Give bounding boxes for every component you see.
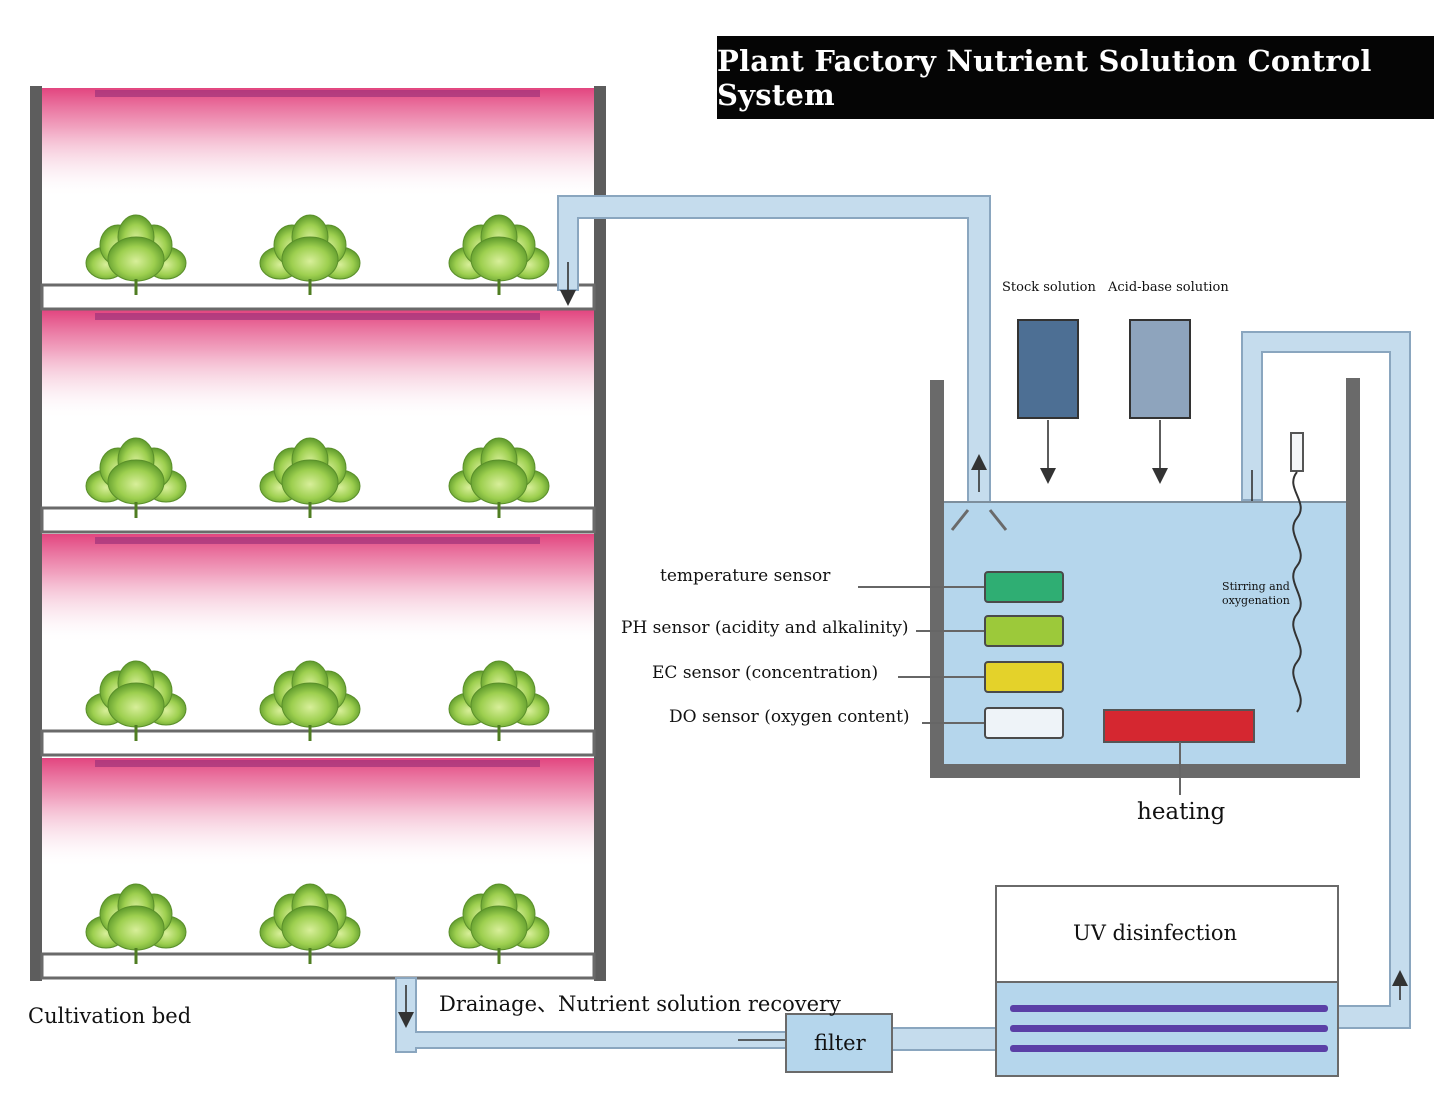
nutrient-tank (858, 378, 1360, 795)
lettuce-plant (85, 214, 187, 295)
plants-group (85, 214, 550, 964)
shelf-1 (40, 283, 596, 311)
uv-disinfection-label: UV disinfection (1073, 921, 1238, 945)
grow-light-2 (95, 313, 540, 320)
grow-light-1 (95, 90, 540, 97)
dosing-containers (1017, 319, 1191, 484)
shelf-4 (40, 952, 596, 980)
drainage-label: Drainage、Nutrient solution recovery (439, 992, 841, 1016)
sensor-block (984, 661, 1064, 693)
filter-label: filter (814, 1031, 866, 1055)
sensor-block (984, 707, 1064, 739)
sensor-label-do: DO sensor (oxygen content) (669, 707, 910, 727)
lettuce-plant (448, 214, 550, 295)
uv-unit (995, 885, 1339, 1077)
sensor-block (984, 571, 1064, 603)
lettuce-plant (259, 660, 361, 741)
lettuce-plant (85, 437, 187, 518)
stock-solution-container (1017, 319, 1079, 419)
lettuce-plant (85, 883, 187, 964)
rack-right-post (594, 86, 606, 981)
uv-tube-3 (1010, 1045, 1328, 1052)
diagram-title: Plant Factory Nutrient Solution Control … (717, 36, 1434, 119)
lettuce-plant (259, 437, 361, 518)
lettuce-plant (448, 437, 550, 518)
rack-left-post (30, 86, 42, 981)
stirrer-head (1290, 432, 1304, 472)
supply-pipe (557, 195, 991, 511)
uv-housing (995, 885, 1339, 983)
stock-solution-label: Stock solution (1002, 280, 1096, 295)
uv-tube-2 (1010, 1025, 1328, 1032)
stirring-coil (1292, 471, 1302, 713)
acid-base-solution-label: Acid-base solution (1108, 280, 1229, 295)
uv-tube-1 (1010, 1005, 1328, 1012)
cultivation-bed-label: Cultivation bed (28, 1004, 192, 1028)
grow-light-4 (95, 760, 540, 767)
lettuce-plant (259, 214, 361, 295)
sensor-block (984, 615, 1064, 647)
intake-funnel (950, 509, 1008, 531)
light-zone-4 (42, 758, 594, 868)
sensor-label-ec: EC sensor (concentration) (652, 663, 879, 683)
light-zone-3 (42, 534, 594, 644)
stirring-oxygenation-label: Stirring and oxygenation (1222, 580, 1290, 607)
light-zone-1 (42, 88, 594, 198)
grow-light-3 (95, 537, 540, 544)
heating-label: heating (1137, 799, 1226, 825)
lettuce-plant (448, 660, 550, 741)
filter-box (785, 1013, 893, 1073)
lettuce-plant (448, 883, 550, 964)
light-zone-2 (42, 310, 594, 420)
shelf-2 (40, 506, 596, 534)
heater (1103, 709, 1255, 743)
lettuce-plant (85, 660, 187, 741)
cultivation-rack (30, 86, 606, 981)
shelf-3 (40, 729, 596, 757)
acid-base-container (1129, 319, 1191, 419)
sensor-label-temperature: temperature sensor (660, 566, 831, 586)
filter-to-uv-pipe (891, 1027, 999, 1051)
sensor-group (858, 571, 1064, 739)
lettuce-plant (259, 883, 361, 964)
sensor-label-ph: PH sensor (acidity and alkalinity) (621, 618, 909, 638)
